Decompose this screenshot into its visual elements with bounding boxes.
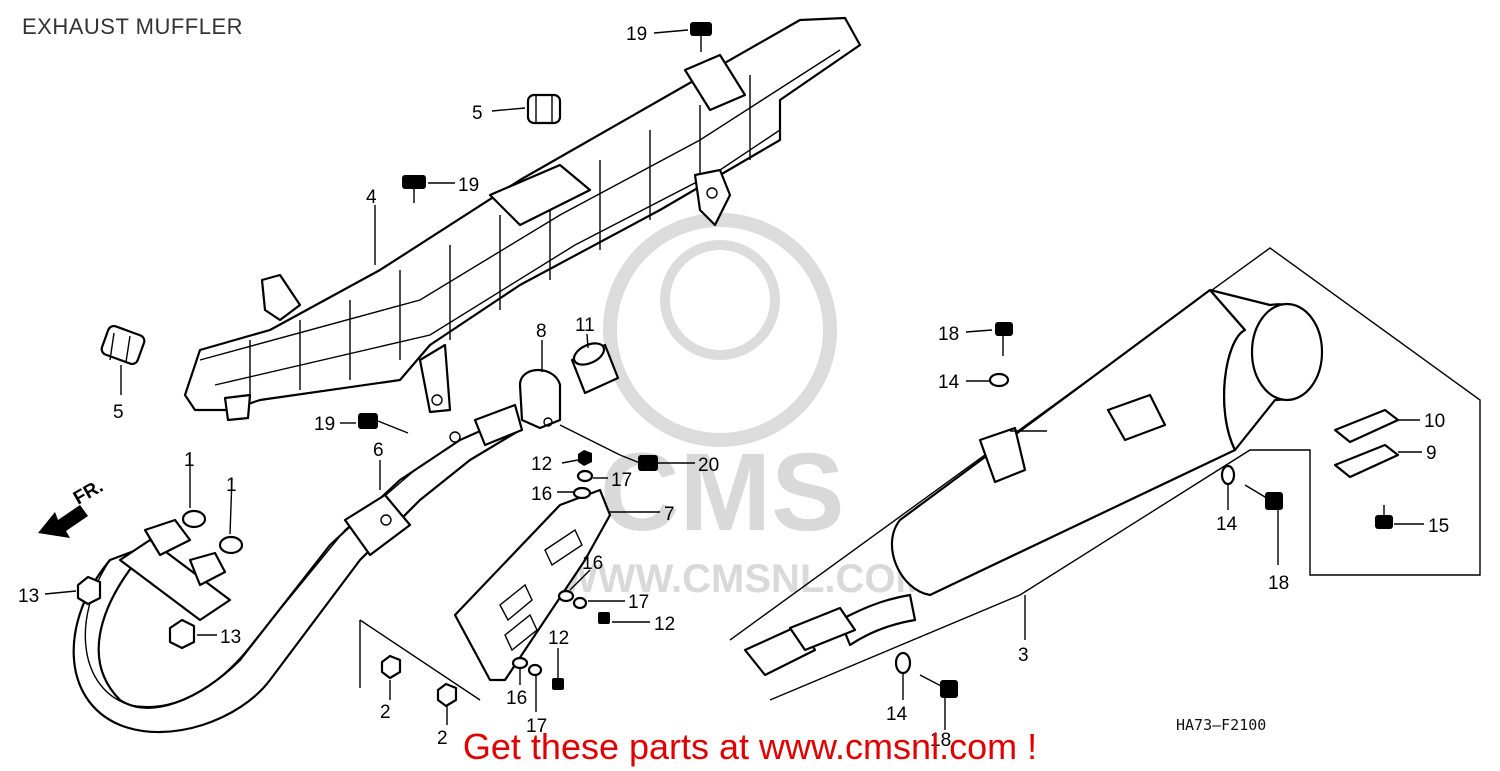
page-title: EXHAUST MUFFLER — [22, 14, 244, 39]
hardware-set-middle — [557, 589, 610, 624]
exhaust-pipe — [72, 403, 524, 734]
grommet-lower — [100, 324, 146, 366]
gasket-right — [218, 535, 244, 555]
callout-16-upper: 16 — [531, 484, 552, 505]
grommet-upper — [526, 93, 562, 125]
washer-14-top — [988, 372, 1010, 388]
sleeve — [570, 342, 620, 395]
callout-17-lower: 17 — [526, 716, 547, 737]
callout-6: 6 — [373, 440, 384, 461]
callout-14-right: 14 — [1216, 514, 1238, 535]
nut-13-right — [168, 618, 196, 650]
cms-watermark: CMS WWW.CMSNL.COM — [560, 213, 929, 601]
callout-18-top: 18 — [938, 324, 959, 345]
callout-2-right: 2 — [437, 728, 448, 749]
callout-8: 8 — [536, 321, 547, 342]
callout-17-upper: 17 — [611, 470, 632, 491]
bolt-19-mid — [402, 175, 426, 203]
bolt-20 — [559, 424, 658, 471]
callout-14-top: 14 — [938, 372, 960, 393]
leader-lines — [44, 29, 1424, 730]
callout-19-top: 19 — [626, 24, 647, 45]
hardware-set-upper — [572, 450, 594, 500]
plate-10 — [1333, 408, 1400, 444]
callout-1-left: 1 — [184, 450, 195, 471]
promo-banner-link[interactable]: Get these parts at www.cmsnl.com ! — [462, 726, 1038, 767]
callout-16-middle: 16 — [582, 553, 603, 574]
callout-18-bottom: 18 — [930, 730, 951, 751]
muffler — [729, 247, 1481, 701]
bolt-19-top — [690, 22, 712, 52]
callout-13-right: 13 — [220, 627, 241, 648]
callout-13-left: 13 — [18, 586, 39, 607]
callout-15: 15 — [1428, 516, 1449, 537]
nut-2-left — [359, 619, 481, 701]
callout-7: 7 — [664, 504, 675, 525]
callout-12-upper: 12 — [531, 454, 552, 475]
hardware-set-lower — [511, 656, 564, 690]
callout-9: 9 — [1426, 443, 1437, 464]
callout-5-top: 5 — [472, 103, 483, 124]
callout-16-lower: 16 — [506, 688, 527, 709]
watermark-site: WWW.CMSNL.COM — [560, 557, 929, 601]
front-indicator-label: FR. — [70, 476, 107, 509]
diagram-code: HA73–F2100 — [1176, 716, 1267, 734]
callout-19-mid: 19 — [458, 175, 479, 196]
callout-12-lower: 12 — [548, 628, 569, 649]
callout-10: 10 — [1424, 411, 1445, 432]
callout-4: 4 — [366, 187, 377, 208]
heat-shield — [183, 16, 862, 422]
callout-labels: 19 5 19 4 5 19 6 8 11 1 1 13 13 2 2 12 1… — [18, 24, 1449, 751]
screw-15 — [1375, 505, 1393, 529]
watermark-brand: CMS — [600, 431, 844, 554]
callout-11: 11 — [575, 315, 595, 336]
nut-2-right — [436, 682, 458, 708]
callout-20: 20 — [698, 455, 719, 476]
nut-13-left — [76, 575, 102, 606]
callout-19-low: 19 — [314, 414, 335, 435]
gasket-left — [181, 509, 207, 529]
plate-9 — [1333, 443, 1400, 479]
callout-2-left: 2 — [380, 702, 391, 723]
bolt-18-top — [995, 322, 1013, 356]
washer-14-bottom — [894, 651, 912, 675]
callout-5-left: 5 — [113, 402, 124, 423]
muffler-bracket — [453, 488, 612, 682]
bolt-19-low — [358, 413, 409, 434]
callout-18-right: 18 — [1268, 573, 1289, 594]
washer-14-right — [1220, 464, 1236, 486]
callout-14-bottom: 14 — [886, 704, 908, 725]
callout-17-middle: 17 — [628, 592, 649, 613]
clamp — [518, 369, 562, 430]
bolt-18-right — [1244, 484, 1283, 510]
callout-3: 3 — [1018, 645, 1029, 666]
callout-1-right: 1 — [226, 475, 237, 496]
callout-12-middle: 12 — [654, 614, 675, 635]
bolt-18-bottom — [919, 674, 958, 698]
front-arrow-icon: FR. — [38, 476, 107, 538]
